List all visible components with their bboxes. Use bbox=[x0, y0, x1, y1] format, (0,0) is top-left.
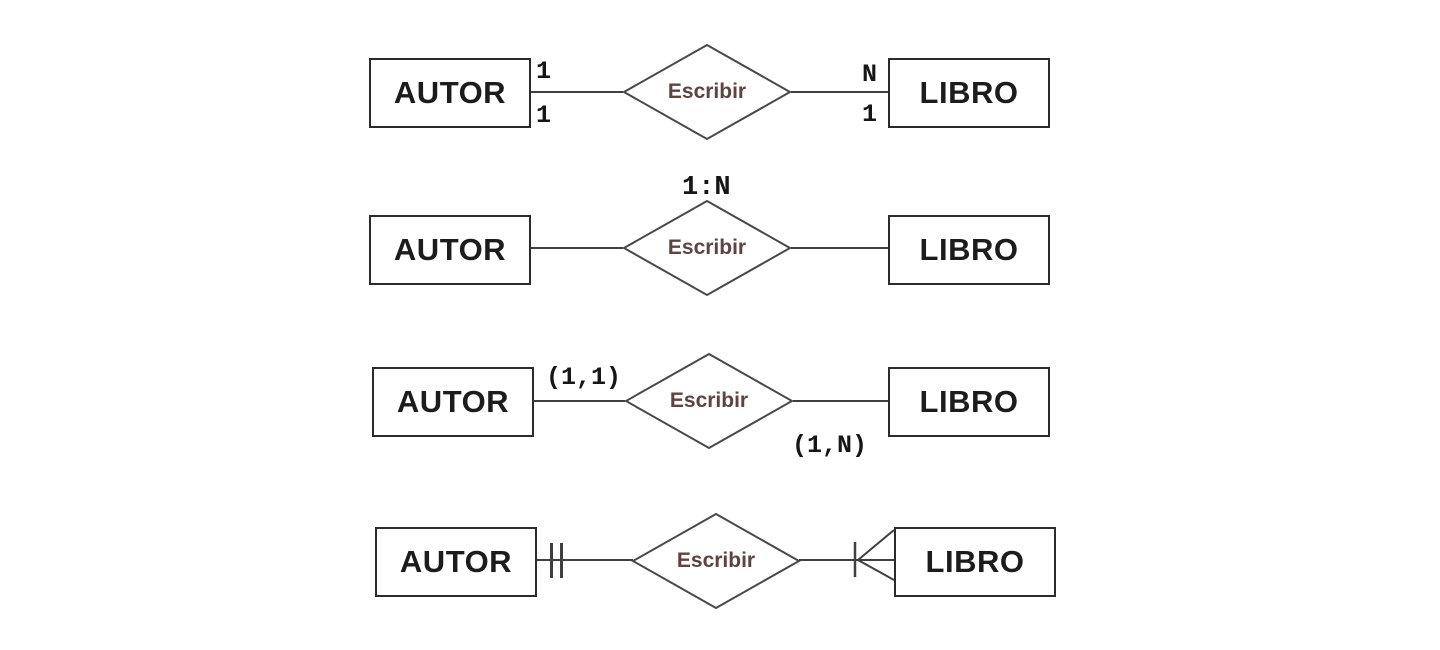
connector-line-left bbox=[533, 400, 625, 402]
connector-line-left bbox=[531, 247, 623, 249]
diamond-shape-icon bbox=[624, 352, 794, 450]
cardinality-right-below: 1 bbox=[862, 100, 878, 129]
entity-label: AUTOR bbox=[399, 544, 513, 579]
entity-label: AUTOR bbox=[393, 75, 507, 110]
entity-autor: AUTOR bbox=[372, 367, 534, 437]
connector-line-left bbox=[537, 559, 633, 561]
entity-autor: AUTOR bbox=[369, 58, 531, 128]
double-bar-icon bbox=[560, 543, 563, 578]
cardinality-right-below: (1,N) bbox=[792, 431, 868, 460]
relationship-diamond: Escribir bbox=[622, 43, 792, 141]
diamond-shape-icon bbox=[622, 199, 792, 297]
cardinality-left-above: 1 bbox=[536, 57, 552, 86]
entity-libro: LIBRO bbox=[888, 58, 1050, 128]
relationship-diamond: Escribir bbox=[631, 512, 801, 610]
entity-label: LIBRO bbox=[919, 232, 1019, 267]
entity-autor: AUTOR bbox=[375, 527, 537, 597]
diamond-shape-icon bbox=[622, 43, 792, 141]
cardinality-left-above: (1,1) bbox=[546, 363, 622, 392]
entity-autor: AUTOR bbox=[369, 215, 531, 285]
entity-libro: LIBRO bbox=[888, 215, 1050, 285]
entity-libro: LIBRO bbox=[888, 367, 1050, 437]
relationship-diamond: Escribir bbox=[624, 352, 794, 450]
double-bar-icon bbox=[550, 543, 553, 578]
relation-label: Escribir bbox=[667, 236, 747, 259]
entity-label: AUTOR bbox=[396, 384, 510, 419]
entity-label: LIBRO bbox=[919, 75, 1019, 110]
diamond-shape-icon bbox=[631, 512, 801, 610]
connector-line-right bbox=[791, 247, 888, 249]
entity-libro: LIBRO bbox=[894, 527, 1056, 597]
entity-label: AUTOR bbox=[393, 232, 507, 267]
relation-label: Escribir bbox=[667, 80, 747, 103]
connector-line-right bbox=[793, 400, 888, 402]
cardinality-right-above: N bbox=[862, 60, 878, 89]
relation-label: Escribir bbox=[676, 549, 756, 572]
cardinality-above-diamond: 1:N bbox=[682, 173, 731, 203]
relation-label: Escribir bbox=[669, 389, 749, 412]
connector-line-right bbox=[791, 91, 888, 93]
entity-label: LIBRO bbox=[925, 544, 1025, 579]
connector-line-right bbox=[799, 559, 894, 561]
cardinality-left-below: 1 bbox=[536, 101, 552, 130]
relationship-diamond: Escribir bbox=[622, 199, 792, 297]
entity-label: LIBRO bbox=[919, 384, 1019, 419]
connector-line-left bbox=[531, 91, 623, 93]
bar-crow-foot-icon bbox=[853, 529, 895, 581]
